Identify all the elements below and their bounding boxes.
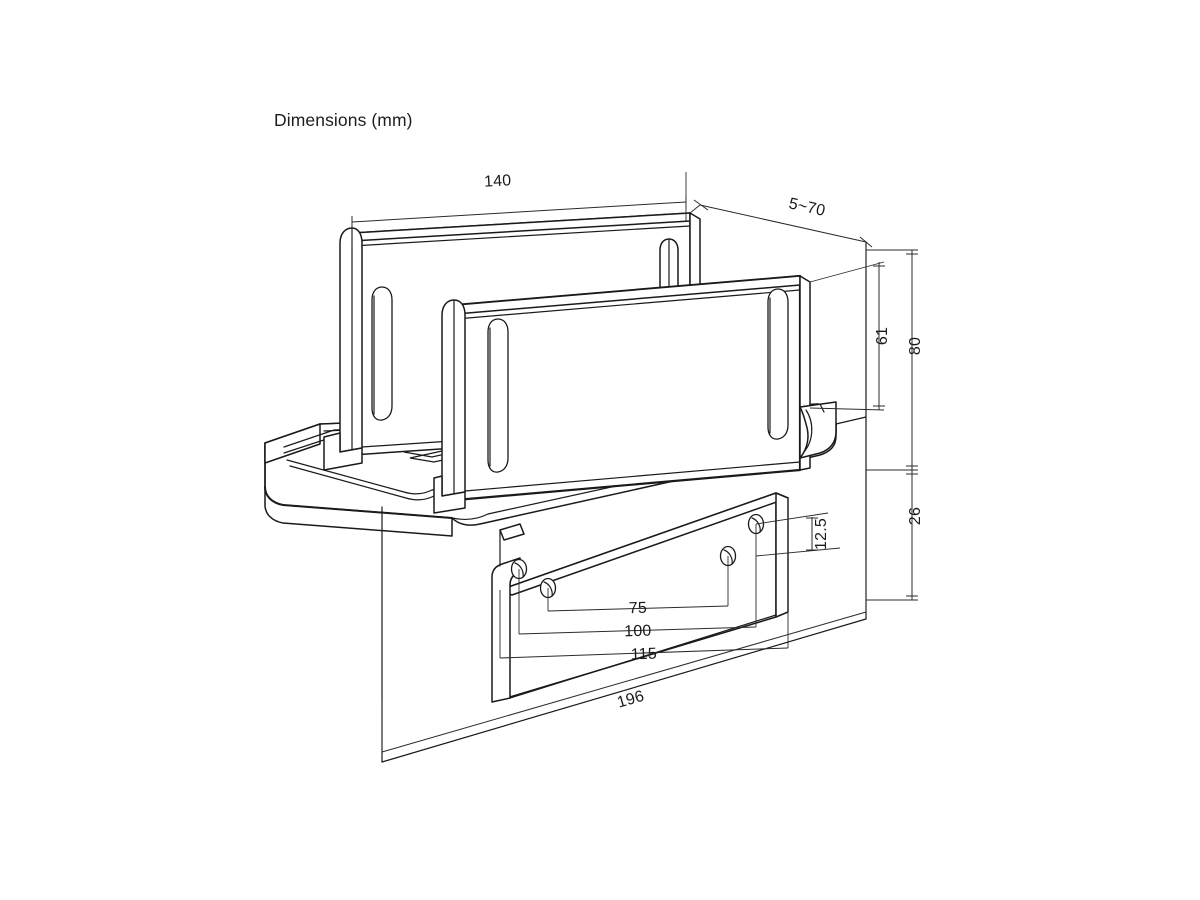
assembly-geometry — [264, 212, 867, 763]
dimension-196: 196 — [381, 560, 867, 753]
dimension-label-26: 26 — [907, 507, 924, 525]
dimension-140: 140 — [351, 172, 687, 246]
dimension-label-75: 75 — [629, 600, 648, 618]
dimension-label-115: 115 — [630, 646, 657, 664]
dimension-26: 26 — [866, 470, 924, 601]
dimension-label-61: 61 — [874, 327, 891, 345]
dimension-label-100: 100 — [624, 623, 652, 641]
dimension-label-12-5: 12.5 — [813, 518, 830, 550]
dimension-100: 100 — [518, 524, 757, 641]
dimension-5-70: 5~70 — [689, 195, 873, 268]
vesa-plate — [491, 492, 789, 703]
dimension-75: 75 — [547, 556, 729, 618]
dimension-label-5-70: 5~70 — [787, 195, 827, 220]
dimension-115: 115 — [499, 498, 789, 664]
page-title: Dimensions (mm) — [274, 110, 413, 130]
front-bracket — [433, 274, 837, 514]
dimension-label-80: 80 — [907, 337, 924, 355]
dimension-annotations: 140 5~70 61 — [351, 172, 924, 753]
dimension-61: 61 — [809, 261, 891, 411]
dimension-12-5: 12.5 — [755, 512, 841, 557]
dimension-label-196: 196 — [615, 688, 646, 712]
dimension-80: 80 — [866, 249, 924, 471]
dimension-label-140: 140 — [484, 172, 512, 191]
